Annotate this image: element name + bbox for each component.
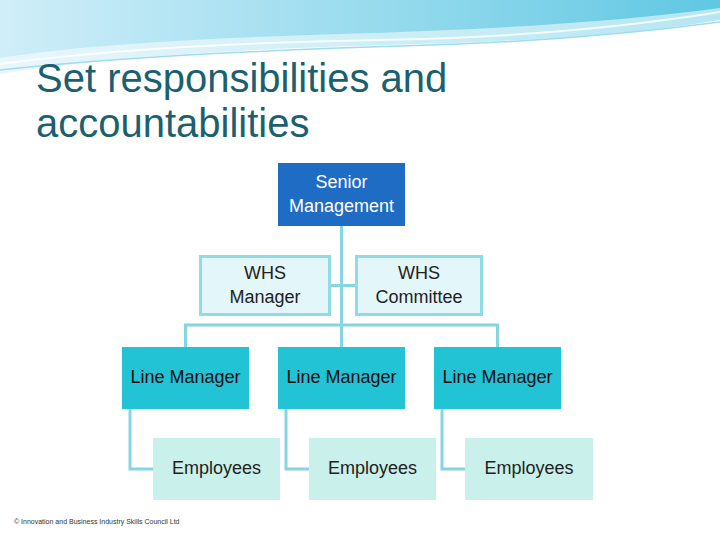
box-label: WHS Committee bbox=[364, 262, 474, 309]
box-label: Line Manager bbox=[286, 366, 396, 389]
manager-box: Line Manager bbox=[278, 347, 405, 409]
manager-box: Line Manager bbox=[434, 347, 561, 409]
box-label: Line Manager bbox=[442, 366, 552, 389]
org-connector bbox=[186, 226, 342, 347]
org-connector bbox=[442, 409, 465, 469]
staff-box: Employees bbox=[309, 438, 436, 500]
box-label: Line Manager bbox=[130, 366, 240, 389]
slide-title: Set responsibilities and accountabilitie… bbox=[36, 56, 516, 146]
staff-box: Employees bbox=[465, 438, 593, 500]
executive-box: Senior Management bbox=[278, 163, 405, 226]
role-box: WHS Manager bbox=[199, 255, 331, 316]
box-label: Senior Management bbox=[284, 171, 399, 218]
box-label: Employees bbox=[172, 457, 261, 480]
staff-box: Employees bbox=[153, 438, 280, 500]
org-connector bbox=[331, 226, 342, 286]
org-connector bbox=[130, 409, 153, 469]
copyright-note: © Innovation and Business Industry Skill… bbox=[14, 518, 179, 525]
box-label: Employees bbox=[328, 457, 417, 480]
box-label: Employees bbox=[484, 457, 573, 480]
org-connector bbox=[286, 409, 309, 469]
box-label: WHS Manager bbox=[208, 262, 322, 309]
wave-band bbox=[0, 0, 720, 58]
manager-box: Line Manager bbox=[122, 347, 249, 409]
committee-box: WHS Committee bbox=[355, 255, 483, 316]
org-connector bbox=[342, 226, 498, 347]
org-connector bbox=[342, 226, 356, 286]
